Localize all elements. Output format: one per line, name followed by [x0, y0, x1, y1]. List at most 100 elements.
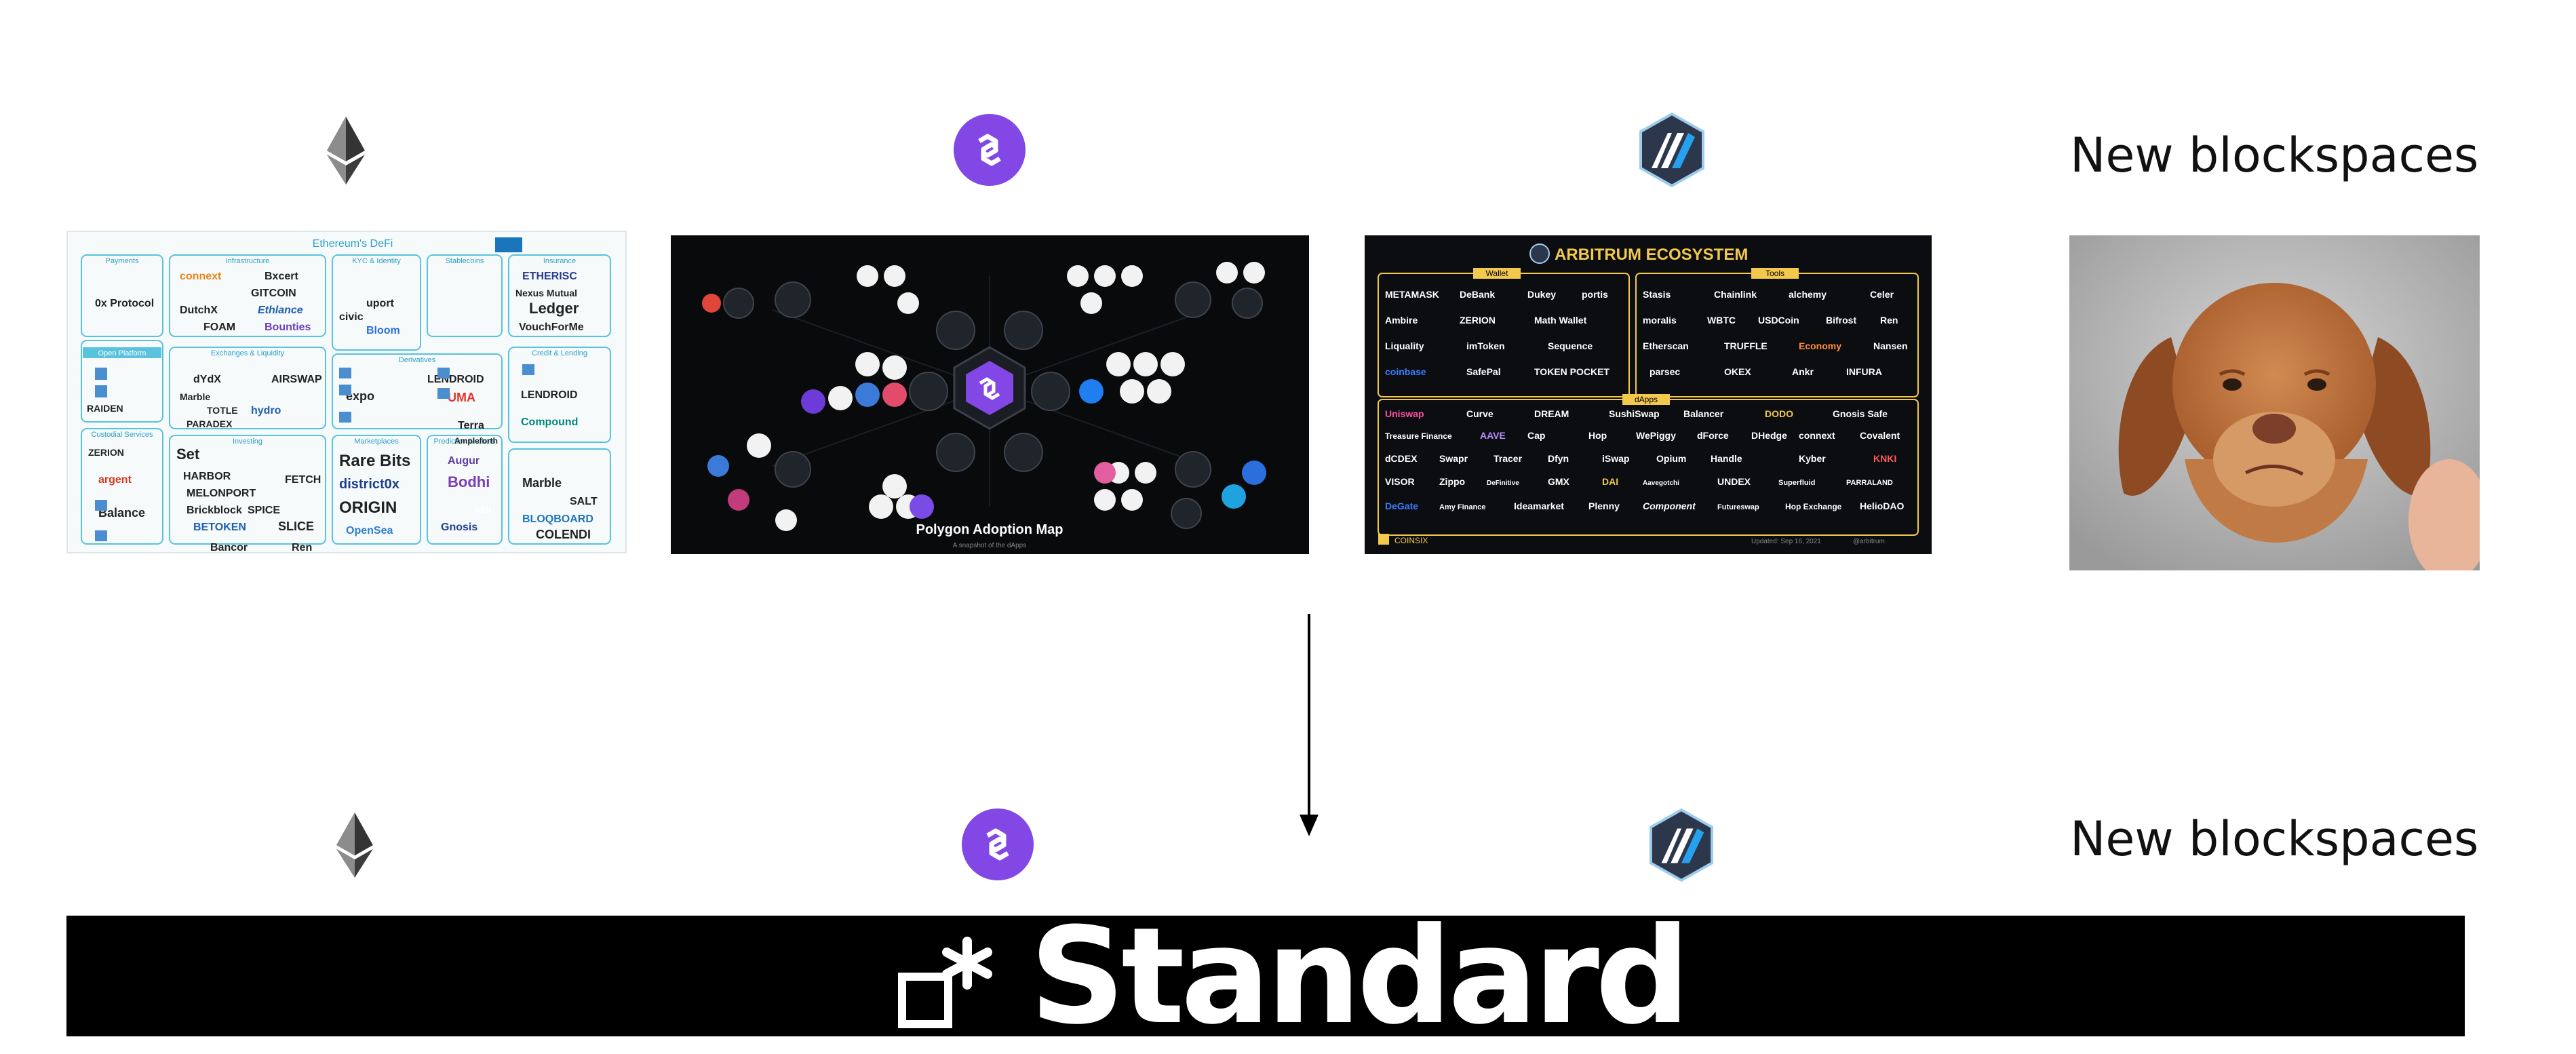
ethereum-icon-top: [327, 117, 365, 184]
svg-text:Bounties: Bounties: [265, 321, 311, 333]
svg-text:PARADEX: PARADEX: [187, 418, 233, 429]
svg-text:TOKEN POCKET: TOKEN POCKET: [1534, 366, 1609, 377]
svg-text:Custodial Services: Custodial Services: [91, 431, 153, 439]
svg-text:Ren: Ren: [1880, 315, 1898, 326]
svg-text:OpenSea: OpenSea: [346, 525, 393, 536]
svg-text:RAIDEN: RAIDEN: [87, 403, 123, 414]
svg-text:Gnosis Safe: Gnosis Safe: [1833, 408, 1888, 419]
svg-text:Balance: Balance: [98, 506, 145, 520]
svg-text:Covalent: Covalent: [1860, 430, 1900, 441]
svg-text:Bifrost: Bifrost: [1826, 315, 1856, 326]
svg-text:BLOQBOARD: BLOQBOARD: [522, 513, 593, 525]
svg-text:Set: Set: [176, 446, 200, 463]
svg-text:Curve: Curve: [1466, 408, 1494, 419]
svg-text:Nexus Mutual: Nexus Mutual: [515, 288, 577, 298]
svg-text:Ankr: Ankr: [1792, 366, 1814, 377]
svg-text:Credit & Lending: Credit & Lending: [532, 349, 587, 357]
svg-text:KYC & Identity: KYC & Identity: [352, 257, 401, 265]
svg-text:DutchX: DutchX: [180, 305, 218, 316]
svg-text:WePiggy: WePiggy: [1636, 430, 1676, 441]
svg-text:@arbitrum: @arbitrum: [1853, 538, 1885, 545]
svg-text:Open Platform: Open Platform: [98, 349, 147, 357]
svg-text:GITCOIN: GITCOIN: [251, 288, 296, 299]
svg-text:dCDEX: dCDEX: [1385, 453, 1418, 464]
svg-text:Marble: Marble: [180, 391, 210, 402]
svg-text:Updated: Sep 16, 2021: Updated: Sep 16, 2021: [1751, 538, 1821, 545]
svg-text:uport: uport: [366, 298, 395, 309]
svg-text:Prediction Markets: Prediction Markets: [433, 437, 496, 446]
svg-text:SALT: SALT: [570, 496, 598, 507]
svg-text:Component: Component: [1643, 501, 1696, 511]
svg-text:Uniswap: Uniswap: [1385, 408, 1424, 419]
svg-text:Celer: Celer: [1870, 289, 1894, 300]
svg-text:Compound: Compound: [521, 416, 578, 428]
svg-text:portis: portis: [1582, 289, 1608, 300]
svg-text:connext: connext: [180, 271, 222, 282]
svg-text:DeBank: DeBank: [1460, 289, 1495, 300]
svg-text:Stasis: Stasis: [1643, 289, 1671, 300]
svg-text:KNKI: KNKI: [1873, 453, 1896, 464]
svg-text:FOAM: FOAM: [203, 321, 235, 333]
new-blockspaces-label-bottom: New blockspaces: [2070, 811, 2479, 867]
svg-text:Math Wallet: Math Wallet: [1534, 315, 1587, 326]
svg-text:coinbase: coinbase: [1385, 366, 1426, 377]
svg-text:DeGate: DeGate: [1385, 501, 1418, 511]
svg-text:Handle: Handle: [1711, 453, 1742, 464]
svg-text:AIRSWAP: AIRSWAP: [271, 374, 322, 385]
svg-text:Dukey: Dukey: [1527, 289, 1556, 300]
svg-text:VouchForMe: VouchForMe: [519, 321, 584, 333]
svg-text:AAVE: AAVE: [1480, 430, 1506, 441]
svg-text:parsec: parsec: [1650, 366, 1680, 377]
svg-text:ETHERISC: ETHERISC: [522, 271, 577, 282]
svg-text:Superfluid: Superfluid: [1778, 479, 1815, 487]
svg-text:Investing: Investing: [233, 437, 262, 446]
svg-text:ORIGIN: ORIGIN: [339, 499, 397, 517]
svg-text:Kyber: Kyber: [1799, 453, 1826, 464]
standard-wordmark: Standard: [1030, 899, 1690, 1054]
svg-text:Gnosis: Gnosis: [441, 522, 477, 533]
svg-text:imToken: imToken: [1466, 340, 1505, 351]
svg-text:ZERION: ZERION: [88, 447, 124, 458]
svg-text:Rare Bits: Rare Bits: [339, 452, 410, 470]
svg-text:Zippo: Zippo: [1439, 476, 1465, 487]
svg-text:FETCH: FETCH: [285, 474, 321, 486]
svg-text:USDCoin: USDCoin: [1758, 315, 1799, 326]
svg-text:Futureswap: Futureswap: [1717, 503, 1759, 511]
svg-text:Bodhi: Bodhi: [448, 473, 490, 490]
svg-text:civic: civic: [339, 311, 364, 323]
svg-text:PARRALAND: PARRALAND: [1846, 479, 1893, 487]
down-arrow-icon: [1300, 614, 1319, 836]
svg-text:Derivatives: Derivatives: [399, 356, 436, 364]
svg-text:BETOKEN: BETOKEN: [193, 522, 246, 533]
svg-text:Etherscan: Etherscan: [1643, 340, 1689, 351]
svg-text:Ethlance: Ethlance: [258, 305, 303, 316]
svg-text:METAMASK: METAMASK: [1385, 289, 1439, 300]
svg-text:OKEX: OKEX: [1724, 366, 1751, 377]
svg-text:COINSIX: COINSIX: [1394, 536, 1428, 545]
svg-text:expo: expo: [346, 389, 374, 403]
svg-text:DeFinitive: DeFinitive: [1487, 480, 1519, 487]
svg-text:SLICE: SLICE: [278, 520, 314, 533]
svg-text:hydro: hydro: [251, 405, 281, 416]
svg-text:Infrastructure: Infrastructure: [226, 257, 270, 265]
svg-text:Ideamarket: Ideamarket: [1514, 501, 1564, 511]
svg-text:VISOR: VISOR: [1385, 476, 1415, 487]
svg-text:SafePal: SafePal: [1466, 366, 1501, 377]
svg-text:DREAM: DREAM: [1534, 408, 1569, 419]
standard-banner: Standard: [66, 910, 2465, 1043]
svg-text:Bancor: Bancor: [210, 542, 248, 552]
svg-text:LENDROID: LENDROID: [521, 389, 578, 401]
svg-text:TOTLE: TOTLE: [207, 405, 238, 416]
svg-text:SPICE: SPICE: [248, 505, 280, 516]
svg-text:0x Protocol: 0x Protocol: [95, 298, 154, 309]
svg-text:Opium: Opium: [1656, 453, 1686, 464]
svg-text:Dfyn: Dfyn: [1548, 453, 1569, 464]
svg-text:Wallet: Wallet: [1486, 269, 1509, 278]
new-blockspaces-label-top: New blockspaces: [2070, 128, 2479, 183]
svg-text:Marble: Marble: [522, 476, 562, 490]
svg-text:LENDROID: LENDROID: [427, 374, 484, 385]
ethereum-defi-map: Ethereum's DeFi Payments Infrastructure …: [66, 231, 627, 553]
polygon-icon-top: [954, 114, 1026, 186]
svg-text:ZERION: ZERION: [1460, 315, 1496, 326]
svg-text:Ambire: Ambire: [1385, 315, 1418, 326]
